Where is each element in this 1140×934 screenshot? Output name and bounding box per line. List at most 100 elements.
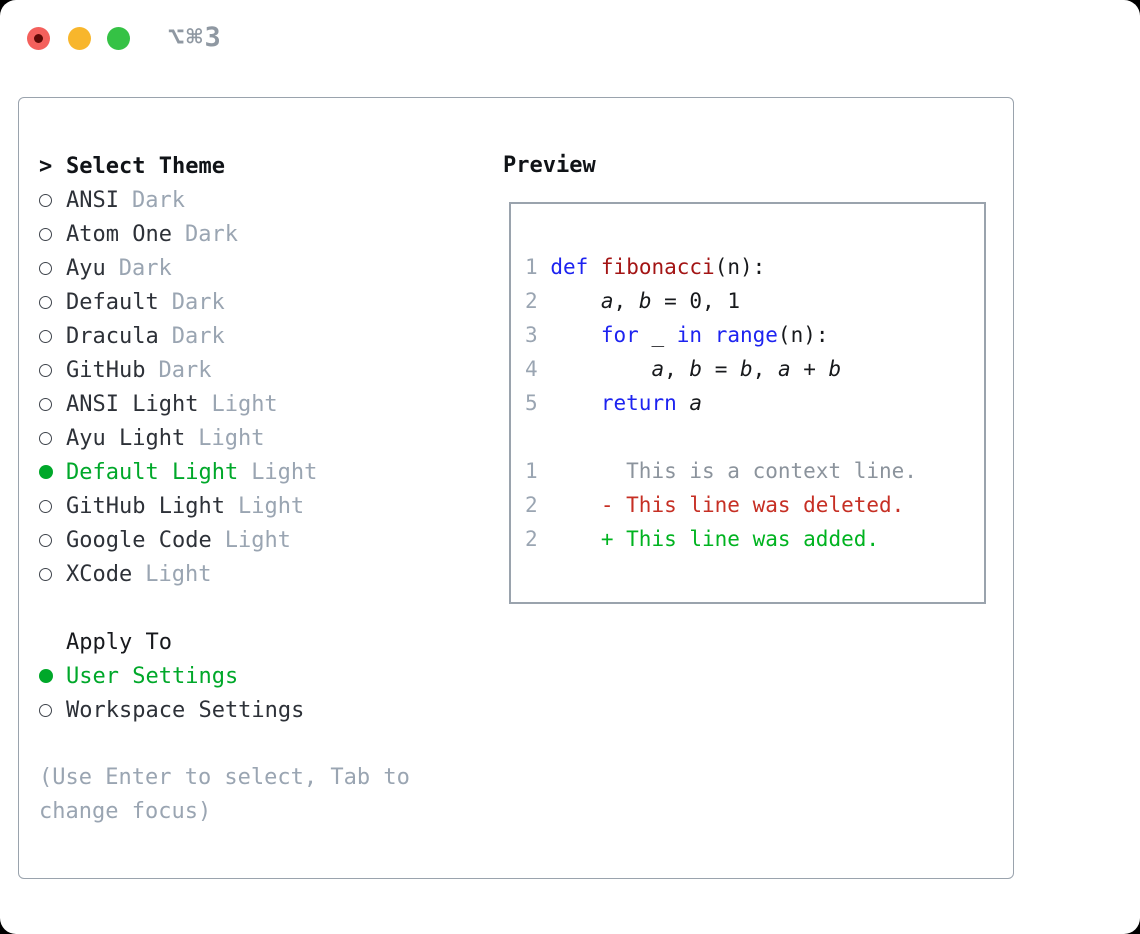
diff-text: - This line was deleted. <box>537 493 905 517</box>
radio-icon <box>39 431 52 445</box>
radio-indicator <box>39 703 66 717</box>
theme-variant-tag: Light <box>198 425 265 451</box>
diff-text: + This line was added. <box>537 527 880 551</box>
keyboard-shortcut-label: ⌥⌘3 <box>168 22 223 53</box>
theme-option-label: GitHub Light <box>66 493 225 519</box>
code-token: def <box>550 255 589 279</box>
radio-selected-icon <box>39 669 53 683</box>
theme-option-label: Default <box>66 289 159 315</box>
code-token: = <box>702 357 740 381</box>
theme-variant-tag: Light <box>251 459 318 485</box>
line-number: 5 <box>525 391 538 415</box>
theme-variant-tag: Light <box>211 391 278 417</box>
code-token <box>677 391 690 415</box>
code-token: , <box>613 289 639 313</box>
code-token: b <box>828 357 842 381</box>
line-number: 2 <box>525 493 538 517</box>
apply-to-header: Apply To <box>39 625 469 659</box>
radio-indicator <box>39 295 66 309</box>
radio-icon <box>39 397 52 411</box>
code-token <box>538 357 652 381</box>
code-line: 1 def fibonacci(n): <box>525 250 984 284</box>
code-token: range <box>714 323 778 347</box>
theme-option-label: Ayu Light <box>66 425 186 451</box>
code-token: a <box>689 391 703 415</box>
radio-indicator <box>39 329 66 343</box>
line-number: 1 <box>525 459 538 483</box>
apply-to-option-label: Workspace Settings <box>66 697 305 723</box>
diff-line: 2 + This line was added. <box>525 522 984 556</box>
theme-option[interactable]: ANSI Light Light <box>39 387 469 421</box>
code-token: b <box>740 357 753 381</box>
selection-cursor-icon: > <box>39 153 53 179</box>
line-number: 3 <box>525 323 538 347</box>
code-token: for <box>600 323 639 347</box>
radio-indicator <box>39 227 66 241</box>
theme-option[interactable]: Ayu Light Light <box>39 421 469 455</box>
code-token: + <box>790 357 829 381</box>
code-token: a <box>777 357 791 381</box>
theme-option[interactable]: Ayu Dark <box>39 251 469 285</box>
theme-option-label: GitHub <box>66 357 146 383</box>
radio-icon <box>39 703 52 717</box>
code-token <box>538 391 601 415</box>
blank-line <box>525 420 984 454</box>
theme-option-label: Dracula <box>66 323 159 349</box>
theme-variant-tag: Dark <box>171 289 225 315</box>
radio-indicator <box>39 193 66 207</box>
code-line: 2 a, b = 0, 1 <box>525 284 984 318</box>
radio-indicator <box>39 261 66 275</box>
code-line: 3 for _ in range(n): <box>525 318 984 352</box>
theme-option-label: Default Light <box>66 459 239 485</box>
code-token: return <box>600 391 677 415</box>
titlebar: ⌥⌘3 <box>0 0 1140 80</box>
minimize-button[interactable] <box>68 27 91 50</box>
code-token <box>588 255 601 279</box>
code-token: , <box>664 357 690 381</box>
apply-to-title: Apply To <box>66 629 172 655</box>
theme-option[interactable]: Default Light Light <box>39 455 469 489</box>
radio-indicator <box>39 465 66 479</box>
line-number: 1 <box>525 255 538 279</box>
diff-text: This is a context line. <box>537 459 917 483</box>
theme-option-label: Ayu <box>66 255 106 281</box>
radio-indicator <box>39 669 66 683</box>
code-token: (n): <box>714 255 766 279</box>
code-token: a <box>600 289 614 313</box>
radio-icon <box>39 261 52 275</box>
zoom-button[interactable] <box>107 27 130 50</box>
radio-selected-icon <box>39 465 53 479</box>
code-token: = 0, 1 <box>651 289 740 313</box>
close-button[interactable] <box>27 27 50 50</box>
theme-option[interactable]: Default Dark <box>39 285 469 319</box>
line-number: 4 <box>525 357 538 381</box>
apply-to-option[interactable]: Workspace Settings <box>39 693 469 727</box>
spacer <box>39 727 469 761</box>
apply-to-option[interactable]: User Settings <box>39 659 469 693</box>
code-token <box>702 323 715 347</box>
apply-to-option-label: User Settings <box>66 663 239 689</box>
diff-line: 2 - This line was deleted. <box>525 488 984 522</box>
theme-variant-tag: Dark <box>118 255 172 281</box>
line-number: 2 <box>525 527 538 551</box>
radio-indicator <box>39 363 66 377</box>
theme-picker-title: Select Theme <box>66 153 225 179</box>
theme-picker-header: > Select Theme <box>39 149 469 183</box>
code-token: (n): <box>777 323 829 347</box>
diff-line: 1 This is a context line. <box>525 454 984 488</box>
theme-variant-tag: Dark <box>131 187 185 213</box>
radio-icon <box>39 499 52 513</box>
theme-option-label: ANSI Light <box>66 391 199 417</box>
